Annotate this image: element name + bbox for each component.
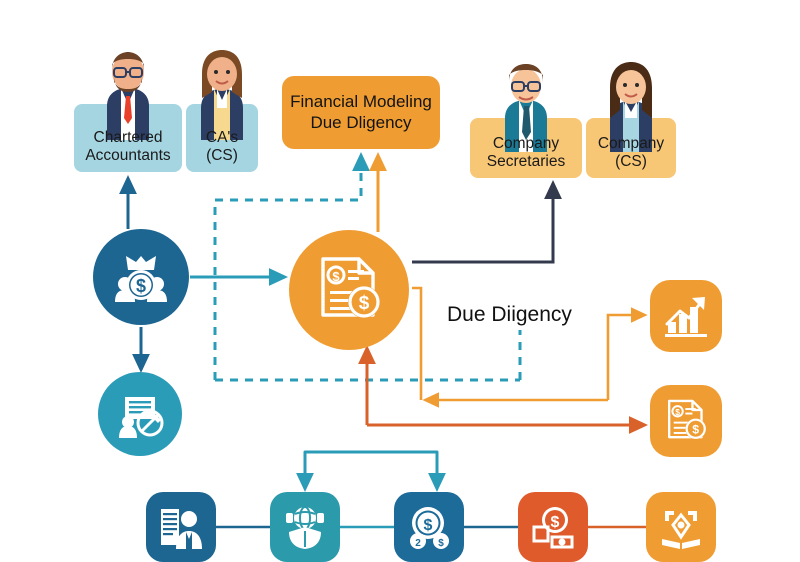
wire-core-return-loop xyxy=(412,286,423,400)
node-profile-record[interactable] xyxy=(146,492,216,562)
svg-text:$: $ xyxy=(136,276,146,296)
node-investors-funding[interactable]: $ xyxy=(93,229,189,325)
node-global-security[interactable] xyxy=(270,492,340,562)
coins-currency-icon: $ 2 $ xyxy=(410,507,449,549)
wire-to-growth-chart xyxy=(606,307,648,400)
card-cas-cs[interactable]: CA's (CS) xyxy=(186,50,258,172)
financial-document-dollar-icon: $ $ xyxy=(668,399,707,440)
node-cash-payment[interactable]: $ xyxy=(518,492,588,562)
wire-split-bracket xyxy=(303,450,439,487)
financial-modeling-line1: Financial Modeling xyxy=(290,91,432,111)
node-money-exchange[interactable]: $ 2 $ xyxy=(394,492,464,562)
male-glasses-teal-suit-avatar xyxy=(505,64,547,152)
female-long-hair-avatar xyxy=(610,62,652,152)
card-label: Chartered Accountants xyxy=(85,129,171,164)
svg-text:$: $ xyxy=(359,293,370,314)
svg-text:$: $ xyxy=(692,422,699,436)
open-book-gem-icon xyxy=(662,511,700,549)
globe-shield-icon xyxy=(286,506,324,549)
svg-text:$: $ xyxy=(438,538,444,549)
node-due-diligence-core[interactable]: $ $ xyxy=(289,230,409,350)
card-company-cs[interactable]: Company (CS) xyxy=(586,62,676,178)
financial-document-dollar-icon: $ $ xyxy=(321,257,380,318)
wire-dashed-loop-to-financial-modeling xyxy=(213,152,370,380)
svg-text:2: 2 xyxy=(415,538,421,549)
card-label: Company (CS) xyxy=(597,135,665,170)
bar-chart-growth-arrow-icon xyxy=(665,297,707,337)
svg-text:$: $ xyxy=(332,269,340,284)
node-knowledge-value[interactable] xyxy=(646,492,716,562)
due-diligency-label: Due Diigency xyxy=(447,303,572,326)
svg-text:$: $ xyxy=(675,407,680,417)
people-money-coin-icon: $ xyxy=(115,256,167,302)
card-chartered-accountants[interactable]: Chartered Accountants xyxy=(74,52,182,172)
box-financial-modeling[interactable]: Financial Modeling Due Dligency xyxy=(282,76,440,149)
document-person-analysis-icon xyxy=(119,393,164,438)
svg-text:$: $ xyxy=(424,517,433,534)
wire-core-to-company-secretaries xyxy=(412,180,562,264)
node-financial-report[interactable]: $ $ xyxy=(650,385,722,457)
svg-text:$: $ xyxy=(551,514,560,531)
money-bag-dollar-icon: $ xyxy=(532,507,574,549)
document-person-profile-icon xyxy=(161,509,202,549)
card-label: CA's (CS) xyxy=(205,129,239,164)
node-growth-chart[interactable] xyxy=(650,280,722,352)
female-brown-hair-avatar xyxy=(201,50,243,140)
card-company-secretaries[interactable]: Company Secretaries xyxy=(470,64,582,178)
male-bearded-glasses-avatar xyxy=(107,52,149,140)
card-label: Company Secretaries xyxy=(486,135,566,170)
node-document-analysis[interactable] xyxy=(98,372,182,456)
financial-modeling-line2: Due Dligency xyxy=(310,112,412,132)
